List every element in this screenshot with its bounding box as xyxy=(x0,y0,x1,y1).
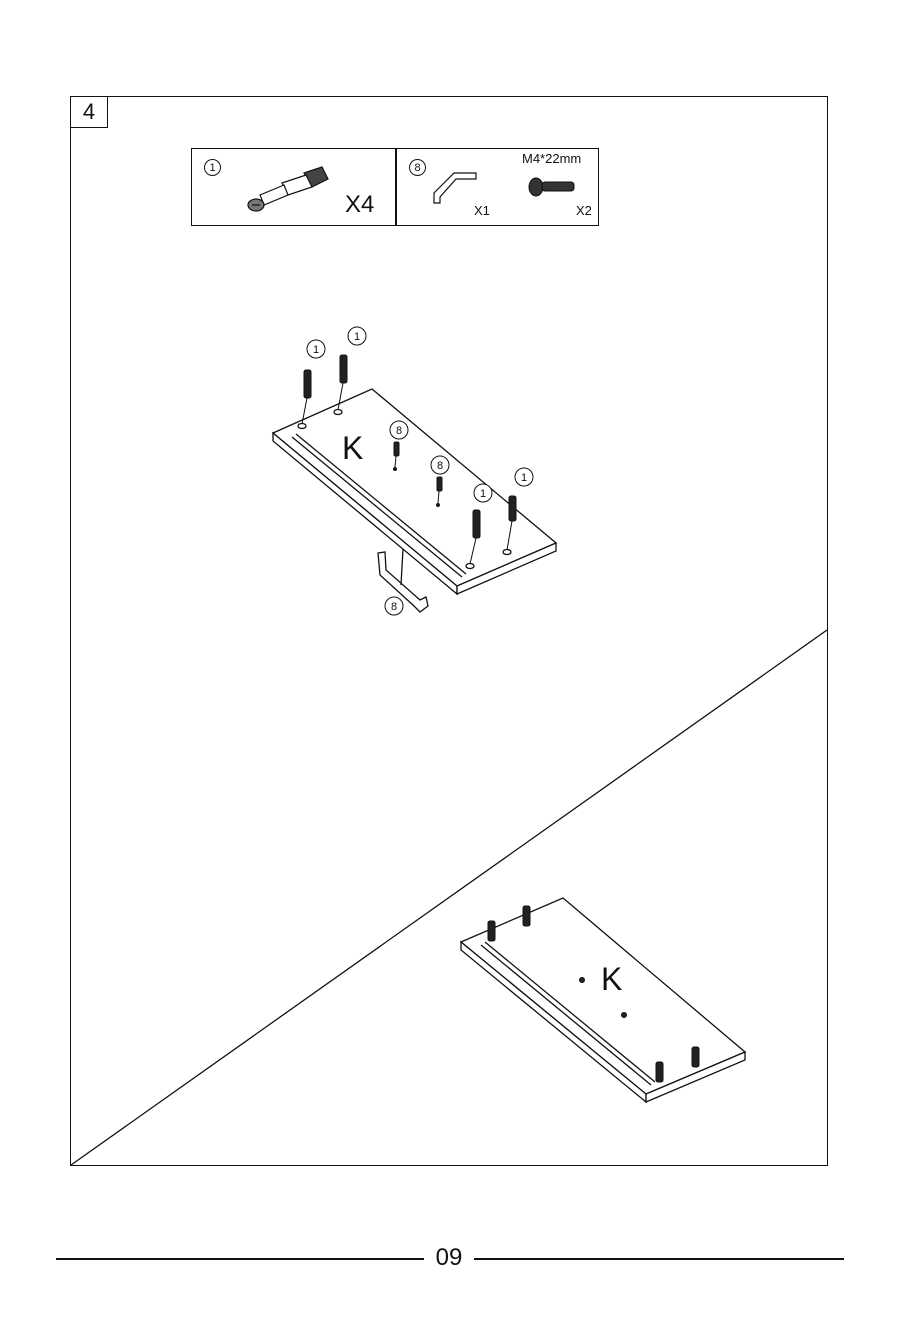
part-callout-8: 8 xyxy=(409,159,426,176)
callout-dowel-3: 1 xyxy=(480,488,486,500)
step-number: 4 xyxy=(70,96,108,128)
part-1-quantity: X4 xyxy=(345,191,374,219)
cam-dowel-icon xyxy=(242,165,332,217)
callout-screw-2: 8 xyxy=(437,460,443,472)
panel-k-exploded xyxy=(273,389,556,594)
separator-diagonal xyxy=(71,630,827,1165)
assembled-panel-k-label: K xyxy=(601,961,622,997)
part-8-quantity: X1 xyxy=(474,203,490,218)
panel-k-assembled xyxy=(461,898,745,1102)
screw-quantity: X2 xyxy=(576,203,592,218)
screw-icon xyxy=(526,173,578,201)
footer-rule-right xyxy=(474,1258,844,1260)
part-callout-1: 1 xyxy=(204,159,221,176)
callout-dowel-2: 1 xyxy=(354,331,360,343)
panel-k-label: K xyxy=(342,430,363,466)
parts-list: 1 X4 8 X1 M4*22mm X2 xyxy=(191,148,599,226)
callout-screw-1: 8 xyxy=(396,425,402,437)
footer-rule-left xyxy=(56,1258,424,1260)
callout-handle: 8 xyxy=(391,601,397,613)
callout-dowel-4: 1 xyxy=(521,472,527,484)
screw-spec: M4*22mm xyxy=(522,151,581,166)
parts-divider xyxy=(395,149,397,225)
page-number: 09 xyxy=(424,1244,474,1272)
callout-dowel-1: 1 xyxy=(313,344,319,356)
